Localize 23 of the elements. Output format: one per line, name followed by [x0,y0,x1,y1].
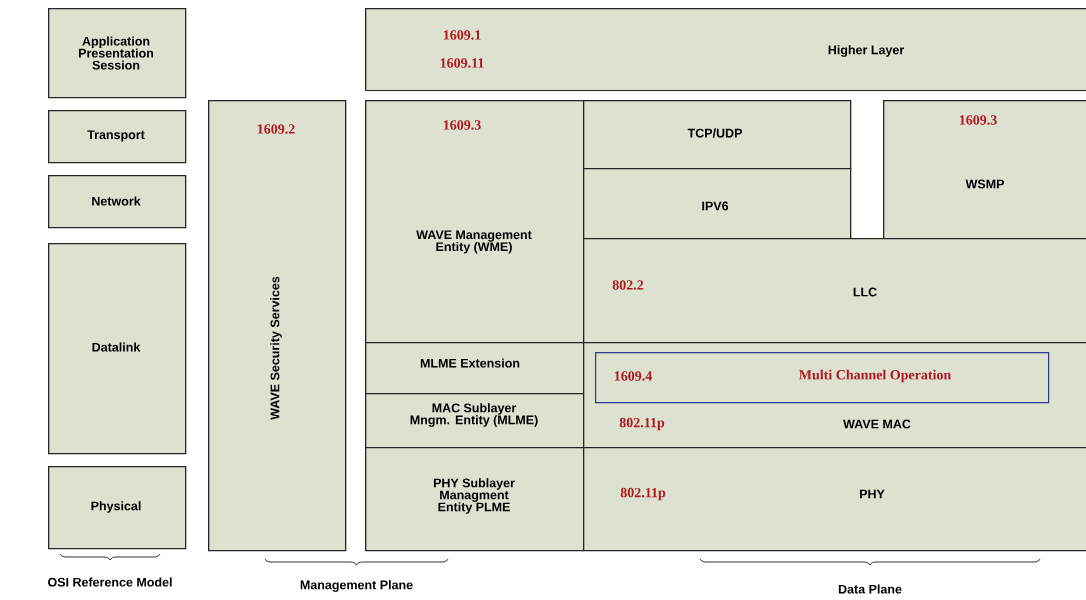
layer-box: TCP/UDP [583,100,852,170]
layer-box: 1609.1 1609.11 Higher Layer [365,8,1086,92]
layer-box: Physical [48,466,187,550]
layer-box: 1609.3 WSMP [883,100,1086,240]
layer-box: MAC Sublayer Mngm. Entity (MLME) [365,393,585,449]
layer-box: 1609.2 WAVE Security Services [208,100,347,552]
node-label: 1609.3 [959,115,997,125]
layer-box: Transport [48,110,187,164]
group-label: Management Plane [300,580,413,592]
layer-box: IPV6 [583,168,852,240]
node-label: WSMP [965,179,1005,189]
node-label: 802.11p [619,417,665,431]
layer-box: PHY Sublayer Managment Entity PLME [365,447,585,552]
node-label: WAVE MAC [843,419,911,429]
layer-box: Datalink [48,243,187,455]
node-label: LLC [853,287,877,297]
layer-box: Application Presentation Session [48,8,187,99]
group-label: OSI Reference Model [48,577,172,587]
node-label: 802.2 [612,280,644,290]
layer-box: MLME Extension [365,342,585,395]
highlight-box: 1609.4 Multi Channel Operation [595,352,1050,404]
group-label: Data Plane [838,584,902,594]
layer-box: Network [48,175,187,229]
